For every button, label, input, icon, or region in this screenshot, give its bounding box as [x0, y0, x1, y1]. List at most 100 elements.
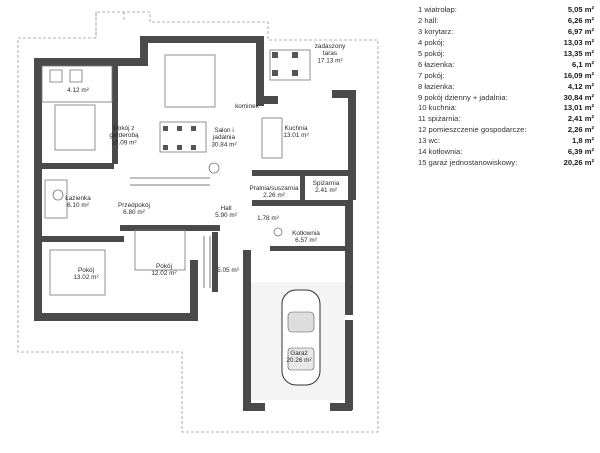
- legend-label: 1 wiatrołap:: [418, 5, 457, 14]
- legend-label: 6 łazienka:: [418, 59, 455, 69]
- legend-label: 9 pokój dzienny + jadalnia:: [418, 92, 508, 102]
- room-label-line: 13.02 m²: [73, 274, 98, 281]
- room-label-line: Łazienka: [65, 195, 91, 202]
- legend-value: 6,1 m²: [572, 59, 594, 69]
- room-label-line: Salon i: [214, 127, 234, 134]
- room-label-line: 20.26 m²: [286, 357, 311, 364]
- room-label-line: 2.26 m²: [263, 192, 285, 199]
- legend-value: 30,84 m²: [563, 92, 594, 102]
- legend-value: 5,05 m²: [567, 5, 594, 14]
- room-label-line: Pokój z: [114, 125, 135, 132]
- legend-row: 11 spiżarnia:2,41 m²: [418, 114, 594, 125]
- room-label-line: 2.41 m²: [315, 187, 337, 194]
- legend-row: 9 pokój dzienny + jadalnia: 30,84 m²: [418, 93, 594, 104]
- legend-label: 10 kuchnia:: [418, 103, 457, 113]
- room-label-line: Hall: [220, 205, 231, 212]
- legend-row: 8 łazienka: 4,12 m²: [418, 82, 594, 93]
- legend-row: 12 pomieszczenie gospodarcze:2,26 m²: [418, 125, 594, 136]
- legend-value: 4,12 m²: [567, 81, 594, 91]
- room-label-line: 13.01 m²: [283, 132, 308, 139]
- legend-row: 3 korytarz: 6,97 m²: [418, 27, 594, 38]
- legend-row: 13 wc: 1,8 m²: [418, 136, 594, 147]
- room-label-line: 12.02 m²: [151, 270, 176, 277]
- legend-label: 15 garaż jednostanowiskowy:: [418, 158, 518, 168]
- legend-value: 20,26 m²: [563, 158, 594, 168]
- room-label-line: jadalnia: [212, 134, 235, 141]
- room-label-line: kominek: [235, 103, 260, 110]
- legend-row: 2 hall: 6,26 m²: [418, 16, 594, 27]
- room-label: 1.78 m²: [257, 215, 279, 222]
- room-label-line: 17.13 m²: [317, 57, 342, 64]
- room-label-line: Pralnia/suszarnia: [249, 185, 298, 192]
- legend-value: 16,09 m²: [563, 70, 594, 80]
- room-area-legend: 1 wiatrołap: 5,05 m² 2 hall: 6,26 m² 3 koryt…: [418, 5, 594, 169]
- room-label-line: taras: [323, 50, 337, 57]
- room-label-line: zadaszony: [315, 43, 346, 50]
- walls: [34, 36, 356, 411]
- legend-value: 6,39 m²: [567, 147, 594, 157]
- room-label-line: Przedpokój: [118, 202, 150, 209]
- legend-label: 3 korytarz:: [418, 26, 454, 36]
- legend-value: 6,97 m²: [567, 26, 594, 36]
- room-label-line: Pokój: [78, 267, 94, 274]
- stair-hatch: [130, 177, 211, 288]
- room-label: kominek: [235, 103, 260, 110]
- room-label-line: Kuchnia: [284, 125, 308, 132]
- room-label: 5.05 m²: [217, 267, 239, 274]
- room-label-line: 5.05 m²: [217, 267, 239, 274]
- legend-value: 13,01 m²: [563, 103, 594, 113]
- room-label-line: 30.84 m²: [211, 141, 236, 148]
- room-label-line: 6.10 m²: [67, 202, 89, 209]
- room-label-line: Spiżarnia: [313, 180, 340, 187]
- terrace-furniture: [272, 52, 298, 76]
- legend-row: 4 pokój: 13,03 m²: [418, 38, 594, 49]
- legend-label: 13 wc:: [418, 136, 440, 146]
- legend-label: 8 łazienka:: [418, 81, 455, 91]
- legend-label: 5 pokój:: [418, 48, 445, 58]
- legend-label: 2 hall:: [418, 15, 439, 25]
- legend-row: 7 pokój: 16,09 m²: [418, 71, 594, 82]
- room-label-line: 6.57 m²: [295, 237, 317, 244]
- legend-label: 11 spiżarnia:: [418, 114, 461, 124]
- legend-label: 14 kotłownia:: [418, 147, 463, 157]
- room-label-line: 4.12 m²: [67, 87, 89, 94]
- legend-row: 10 kuchnia: 13,01 m²: [418, 103, 594, 114]
- legend-value: 1,8 m²: [572, 136, 594, 146]
- legend-label: 12 pomieszczenie gospodarcze:: [418, 125, 527, 135]
- legend-row: 1 wiatrołap: 5,05 m²: [418, 5, 594, 16]
- legend-row: 5 pokój:13,35 m²: [418, 49, 594, 60]
- room-label: 4.12 m²: [67, 87, 89, 94]
- car-icon: [281, 289, 321, 386]
- legend-row: 14 kotłownia: 6,39 m²: [418, 147, 594, 158]
- room-label-line: 6.80 m²: [123, 209, 145, 216]
- legend-value: 13,03 m²: [563, 37, 594, 47]
- interior-lines: [41, 49, 311, 296]
- room-label-line: 5.90 m²: [215, 212, 237, 219]
- legend-row: 15 garaż jednostanowiskowy: 20,26 m²: [418, 158, 594, 169]
- room-label-line: Kotłownia: [292, 230, 320, 237]
- room-label-line: Pokój: [156, 263, 172, 270]
- roof-outline: [17, 11, 379, 433]
- room-label-line: Garaż: [290, 350, 307, 357]
- room-label-line: 1.78 m²: [257, 215, 279, 222]
- room-label-line: garderobą: [109, 132, 139, 139]
- room-label-line: 16.09 m²: [111, 139, 136, 146]
- legend-value: 6,26 m²: [567, 15, 594, 25]
- legend-label: 4 pokój:: [418, 37, 445, 47]
- legend-label: 7 pokój:: [418, 70, 445, 80]
